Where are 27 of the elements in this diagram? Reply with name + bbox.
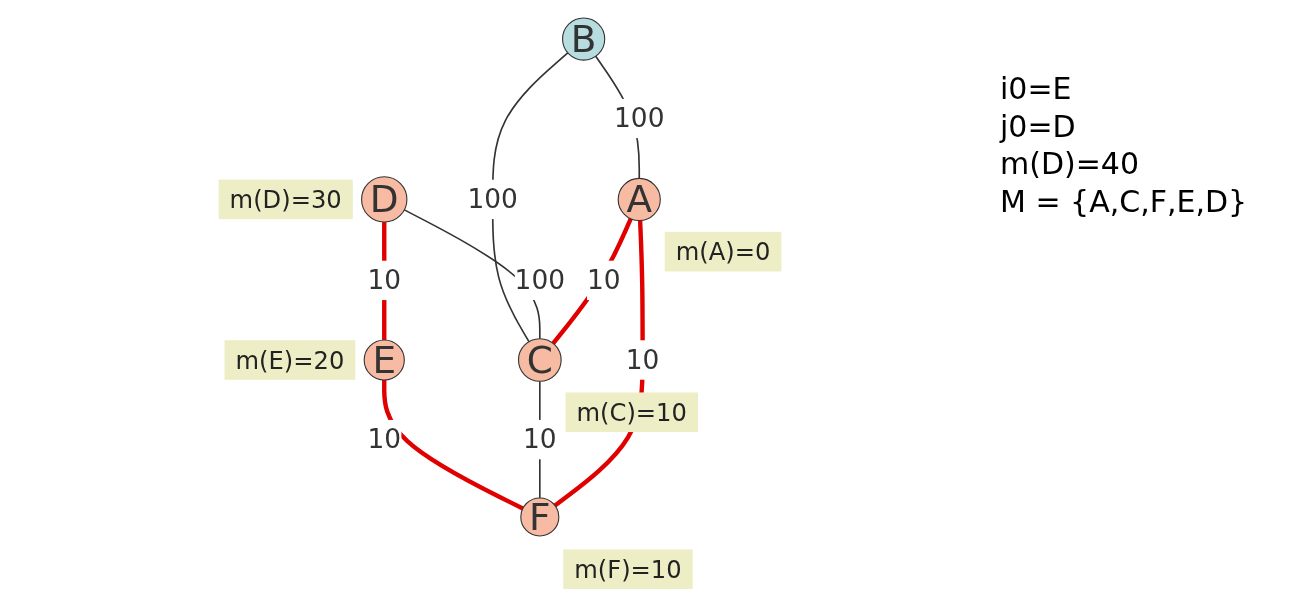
node-circle: C [517,338,562,382]
value-label: m(A)=0 [664,231,782,272]
connector [551,217,633,345]
edge-label: 10 [367,424,402,456]
value-label: m(C)=10 [565,392,698,433]
edge-label: 100 [614,103,665,134]
connector [553,220,645,508]
edge-label: 10 [367,264,402,296]
note-text: M = {A,C,F,E,D} [1000,182,1248,220]
edge-label: 100 [467,184,518,215]
connector [491,52,569,343]
node-circle: E [363,339,405,381]
edge-label: 10 [523,424,557,456]
edge-label: 10 [587,264,621,296]
note-text: m(D)=40 [1000,145,1141,183]
value-label: m(D)=30 [218,179,353,220]
node-circle: D [361,176,408,223]
value-label: m(F)=10 [563,549,693,589]
note-text: i0=E [1000,70,1073,108]
edge-label: 100 [514,264,566,296]
node-circle: B [562,17,606,61]
node-circle: A [617,177,661,221]
note-text: j0=D [1000,107,1077,145]
value-label: m(E)=20 [224,340,356,380]
node-circle: F [520,497,560,537]
edge-label: 10 [625,344,660,376]
connector [382,380,524,511]
